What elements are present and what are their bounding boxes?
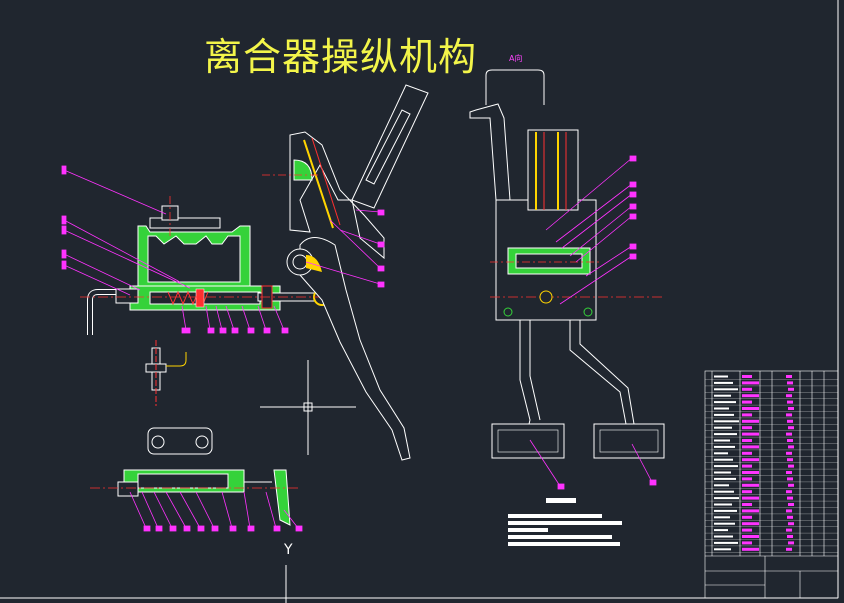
parts-list-table [704, 370, 839, 599]
view-direction-label: A向 [509, 54, 523, 63]
drawing-title: 离合器操纵机构 [204, 35, 478, 79]
technical-notes [508, 498, 622, 546]
ucs-y-axis-label: Y [284, 542, 293, 558]
ucs-crosshair [260, 360, 356, 603]
pedal-front-view [469, 69, 665, 459]
detail-switch-view [145, 340, 187, 406]
part-leaders [61, 155, 657, 532]
parts-list-rows [705, 375, 838, 553]
pedal-side-view [262, 84, 429, 461]
detail-plan-view [90, 427, 300, 526]
master-cylinder-section [80, 196, 331, 335]
